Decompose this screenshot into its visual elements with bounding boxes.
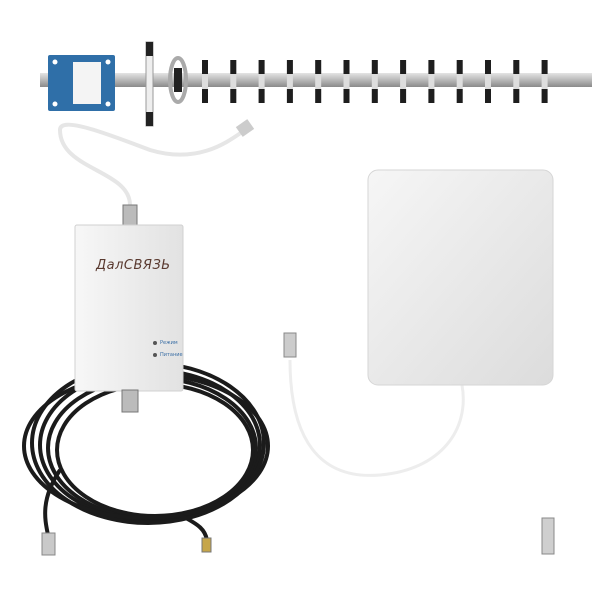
director-element xyxy=(258,60,265,74)
mode-indicator-label: Режим xyxy=(160,340,178,346)
power-indicator-label: Питание xyxy=(160,352,183,358)
director-element xyxy=(315,89,322,103)
director-element xyxy=(400,89,407,103)
repeater-output-connector xyxy=(121,389,139,413)
director-element xyxy=(230,89,237,103)
panel-antenna xyxy=(367,169,554,386)
antenna-label-sticker xyxy=(73,62,101,104)
director-element xyxy=(202,89,208,103)
repeater-input-connector xyxy=(122,204,138,228)
panel-cable-connector xyxy=(283,332,297,358)
antenna-elements xyxy=(202,60,548,103)
director-element xyxy=(485,60,491,74)
director-element xyxy=(230,60,237,103)
jumper-connector xyxy=(235,119,255,137)
jumper-cable xyxy=(57,122,247,206)
director-element xyxy=(286,60,293,103)
director-element xyxy=(456,60,463,74)
director-element xyxy=(541,60,548,103)
director-element xyxy=(513,60,520,74)
director-element xyxy=(315,60,322,103)
yagi-antenna xyxy=(40,41,592,127)
director-element xyxy=(343,60,350,74)
repeater-unit xyxy=(74,204,184,413)
director-element xyxy=(428,60,435,103)
director-element xyxy=(513,60,520,103)
director-element xyxy=(541,89,548,103)
adapter-connector xyxy=(541,517,555,555)
director-element xyxy=(513,89,520,103)
director-element xyxy=(428,89,435,103)
director-element xyxy=(343,60,350,103)
director-element xyxy=(286,89,293,103)
director-element xyxy=(230,60,237,74)
director-element xyxy=(371,60,378,74)
director-element xyxy=(400,60,407,74)
director-element xyxy=(400,60,407,103)
director-element xyxy=(202,60,208,103)
director-element xyxy=(258,60,265,103)
sma-connector xyxy=(201,537,212,553)
director-element xyxy=(343,89,350,103)
n-connector xyxy=(41,532,56,556)
director-element xyxy=(371,89,378,103)
brand-logo: ДалСВЯЗЬ xyxy=(96,258,171,273)
director-element xyxy=(371,60,378,103)
director-element xyxy=(202,60,208,74)
director-element xyxy=(485,89,491,103)
director-element xyxy=(485,60,491,103)
director-element xyxy=(541,60,548,74)
mode-led-icon xyxy=(153,341,157,345)
panel-cable xyxy=(288,359,465,477)
director-element xyxy=(258,89,265,103)
director-element xyxy=(428,60,435,74)
director-element xyxy=(315,60,322,74)
power-led-icon xyxy=(153,353,157,357)
director-element xyxy=(456,89,463,103)
dipole-ring xyxy=(168,56,188,104)
repeater-body xyxy=(74,224,184,392)
director-element xyxy=(456,60,463,103)
director-element xyxy=(286,60,293,74)
